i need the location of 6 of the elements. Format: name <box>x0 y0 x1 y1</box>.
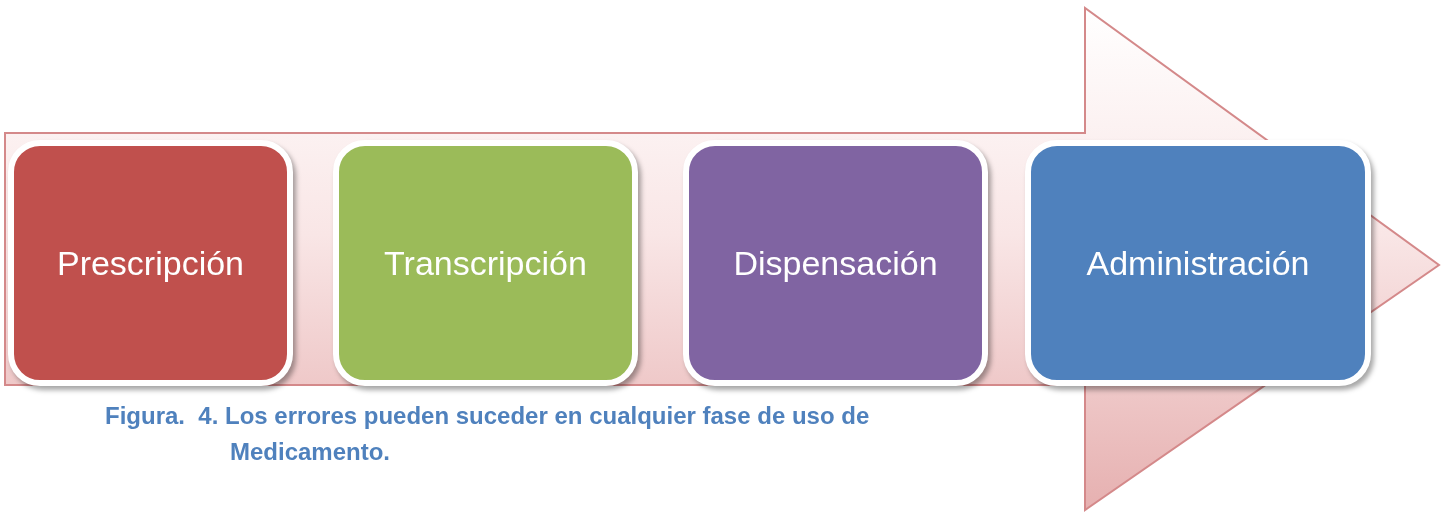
process-box: Administración <box>1025 140 1371 386</box>
process-box: Dispensación <box>683 140 988 386</box>
background-arrow <box>3 6 1442 512</box>
process-box: Transcripción <box>333 140 638 386</box>
process-box: Prescripción <box>8 140 293 386</box>
figure-caption: Figura. 4. Los errores pueden suceder en cualquier fase de uso de Medicamento. <box>105 401 871 467</box>
